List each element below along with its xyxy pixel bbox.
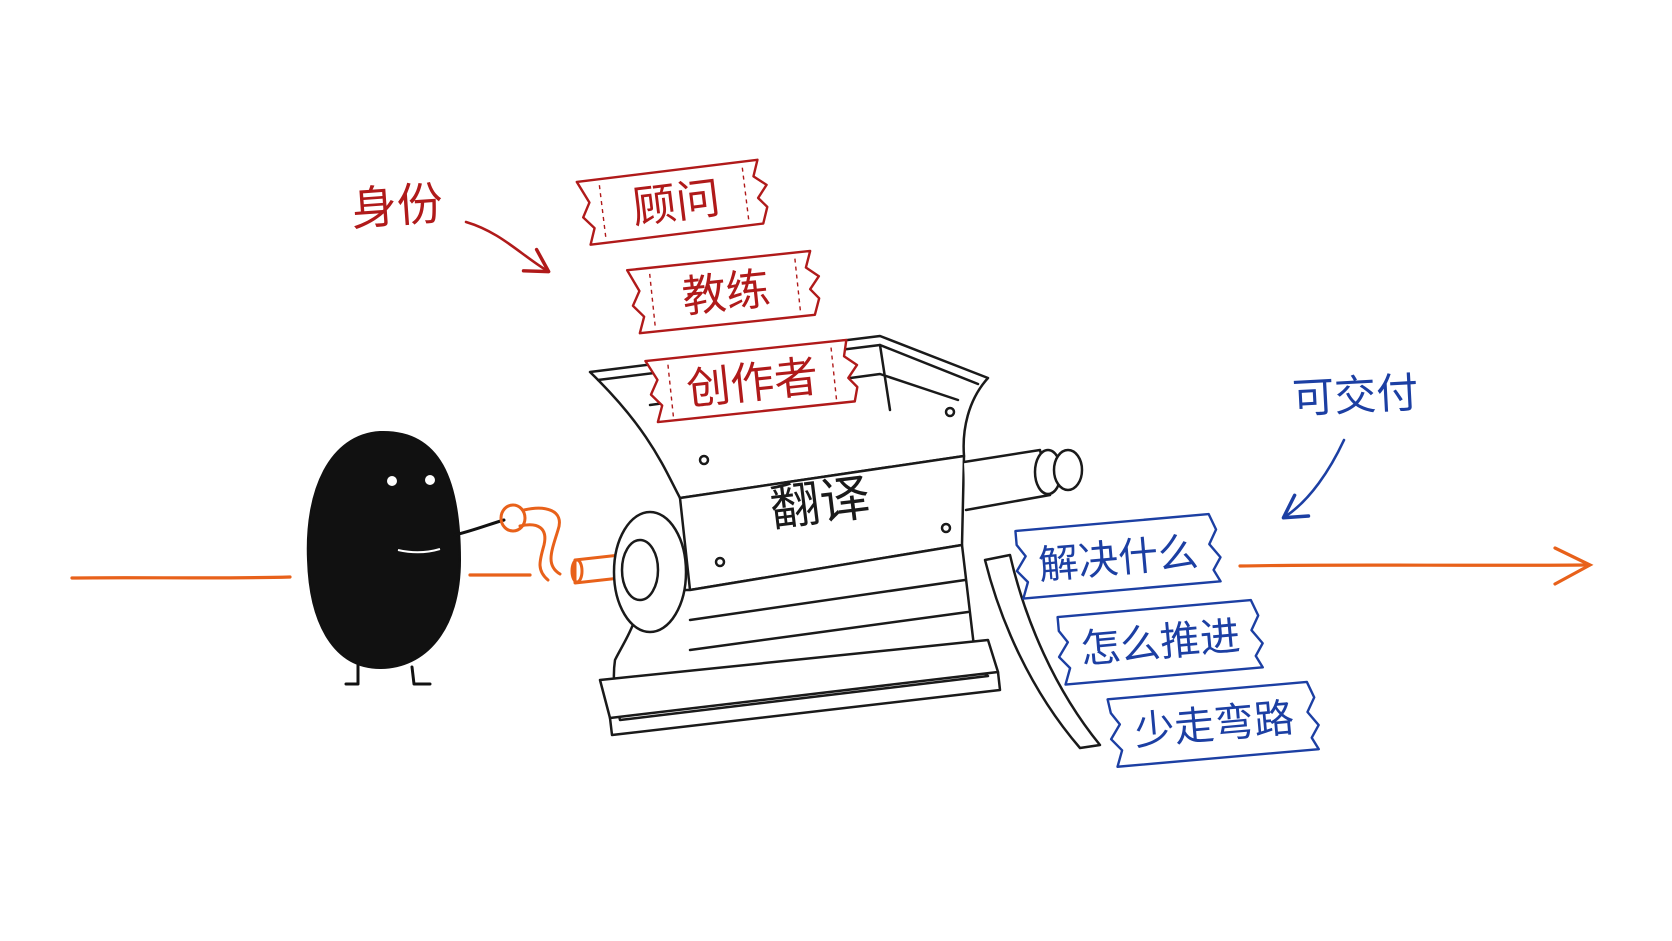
crank-handle xyxy=(499,503,622,585)
machine-chute xyxy=(983,553,1102,750)
deliverable-label: 可交付 xyxy=(1291,368,1419,424)
flow-line xyxy=(70,546,1594,586)
character-leg-left xyxy=(344,663,360,686)
output-ticket-3: 少走弯路 xyxy=(1106,680,1320,768)
input-ticket-1: 顾问 xyxy=(575,158,769,246)
input-ticket-3: 创作者 xyxy=(644,338,859,424)
machine-roller-cap xyxy=(1052,448,1084,492)
character-arm xyxy=(453,518,506,537)
machine-label: 翻译 xyxy=(767,468,873,538)
character-mouth xyxy=(397,548,441,554)
crank-arm-inner xyxy=(518,523,550,582)
bolt xyxy=(940,522,952,534)
machine-wheel xyxy=(612,510,688,634)
input-ticket-2-label: 教练 xyxy=(680,264,773,324)
character-body xyxy=(306,430,462,670)
character xyxy=(306,430,506,686)
machine-base-bottom xyxy=(608,670,1002,737)
flow-line-right xyxy=(1238,563,1587,568)
crank-shaft-end xyxy=(570,558,584,584)
input-ticket-2: 教练 xyxy=(625,249,821,335)
translator-machine xyxy=(588,334,1102,750)
output-ticket-1: 解决什么 xyxy=(1014,512,1222,600)
crank-arm xyxy=(522,506,562,576)
bolt xyxy=(944,406,956,418)
flow-line-left xyxy=(70,575,292,580)
character-eye-left xyxy=(387,476,397,486)
character-leg-right xyxy=(410,665,432,686)
bolt xyxy=(714,556,726,568)
deliverable-arrow xyxy=(1281,438,1346,520)
character-eye-right xyxy=(425,475,435,485)
machine-wheel-inner xyxy=(620,538,660,602)
crank-grip xyxy=(499,503,527,533)
identity-label: 身份 xyxy=(349,176,445,236)
flow-line-arrowhead xyxy=(1553,546,1594,586)
machine-front-line-1 xyxy=(688,578,967,622)
input-ticket-stack: 顾问 教练 创作者 xyxy=(575,158,859,424)
machine-front-line-2 xyxy=(688,610,970,652)
bolt xyxy=(698,454,710,466)
output-ticket-stack: 解决什么 怎么推进 少走弯路 xyxy=(1014,512,1320,768)
input-ticket-1-label: 顾问 xyxy=(629,173,723,234)
output-ticket-2: 怎么推进 xyxy=(1056,598,1264,686)
identity-arrow xyxy=(464,220,551,274)
